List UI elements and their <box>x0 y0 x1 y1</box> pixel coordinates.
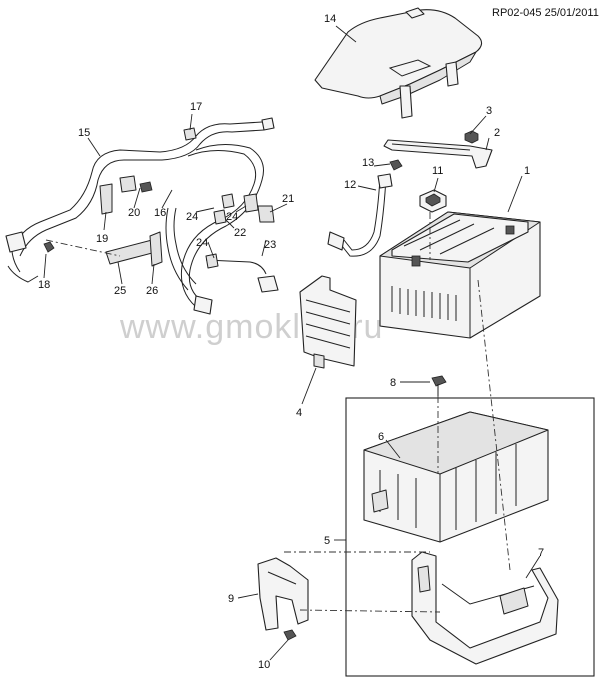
battery-tray <box>363 411 549 543</box>
callout-label: 11 <box>432 165 443 177</box>
heat-shield <box>299 275 357 369</box>
tray-support-bracket <box>411 551 559 665</box>
bracket-nut <box>283 629 297 641</box>
callout-label: 23 <box>264 239 276 251</box>
callout-label: 4 <box>296 407 302 419</box>
callout-label: 25 <box>114 285 126 297</box>
callout-label: 10 <box>258 659 270 671</box>
callout-label: 7 <box>538 547 544 559</box>
positive-cable <box>327 173 393 257</box>
callout-label: 19 <box>96 233 108 245</box>
align-line-4 <box>477 279 511 571</box>
wiring-harness <box>5 117 279 315</box>
callout-label: 20 <box>128 207 140 219</box>
diagram-reference: RP02-045 25/01/2011 <box>492 7 599 19</box>
callout-label: 24 <box>226 211 238 223</box>
hold-down-bracket <box>383 139 493 169</box>
bolt-13 <box>389 159 403 171</box>
leader-lines <box>43 25 541 661</box>
callout-label: 9 <box>228 593 234 605</box>
battery <box>379 211 541 339</box>
terminal-clamp <box>419 189 447 213</box>
callout-label: 8 <box>390 377 396 389</box>
callout-label: 6 <box>378 431 384 443</box>
callout-label: 1 <box>524 165 530 177</box>
callout-label: 15 <box>78 127 90 139</box>
tray-assembly-frame <box>345 397 595 677</box>
callout-label: 26 <box>146 285 158 297</box>
callout-label: 24 <box>196 237 208 249</box>
hold-down-nut <box>464 130 479 144</box>
callout-label: 16 <box>154 207 166 219</box>
callout-label: 14 <box>324 13 336 25</box>
callout-label: 21 <box>282 193 294 205</box>
callout-label: 2 <box>494 127 500 139</box>
battery-cover <box>314 7 483 119</box>
callout-label: 24 <box>186 211 198 223</box>
callout-label: 17 <box>190 101 202 113</box>
align-line-2 <box>299 609 441 613</box>
tray-bolt <box>431 375 447 396</box>
callout-label: 18 <box>38 279 50 291</box>
callout-label: 5 <box>324 535 330 547</box>
side-bracket <box>257 557 309 631</box>
callout-label: 22 <box>234 227 246 239</box>
callout-label: 12 <box>344 179 356 191</box>
callout-label: 3 <box>486 105 492 117</box>
callouts: 14 17 15 3 2 1 13 11 12 20 16 21 24 24 1… <box>38 13 544 671</box>
callout-label: 13 <box>362 157 374 169</box>
harness-guide-line <box>45 239 121 257</box>
